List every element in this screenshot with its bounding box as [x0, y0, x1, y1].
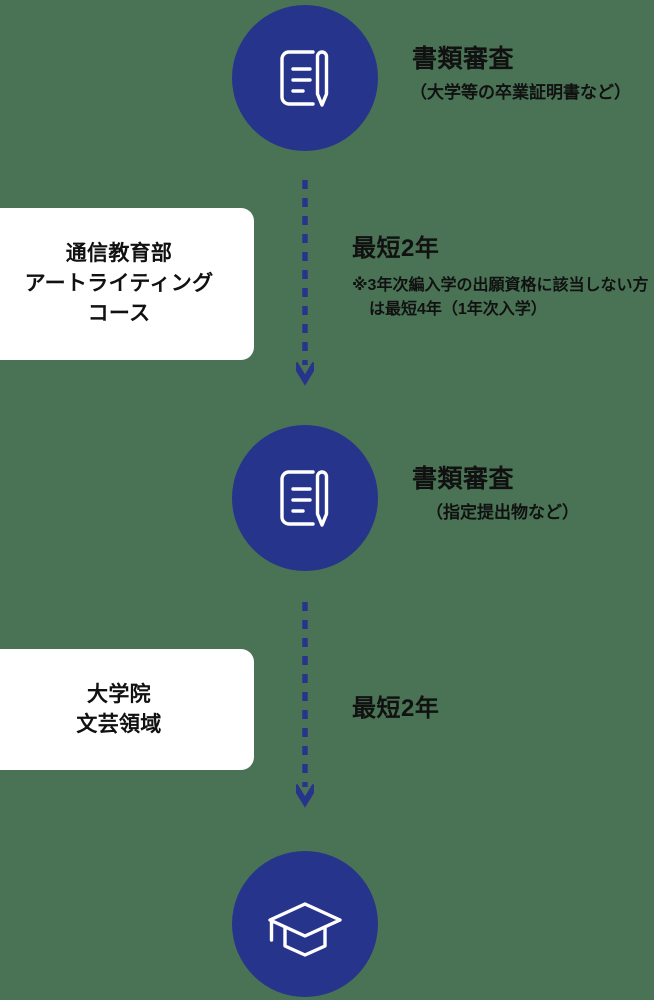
flow-arrow-2-icon — [292, 602, 318, 822]
flow-step-2-subtitle: （指定提出物など） — [426, 503, 579, 523]
stage-1-duration-note: ※3年次編入学の出願資格に該当しない方は最短4年（1年次入学） — [352, 277, 649, 319]
document-pencil-icon — [266, 39, 344, 117]
stage-2-label: 大学院 文芸領域 — [76, 680, 161, 740]
stage-1-label-line-2: アートライティング — [24, 272, 214, 296]
flow-step-1-circle — [232, 5, 378, 151]
stage-1-label-line-3: コース — [87, 301, 151, 325]
stage-1-label-line-1: 通信教育部 — [65, 242, 173, 266]
document-pencil-icon — [266, 459, 344, 537]
flow-arrow-1-icon — [292, 180, 318, 400]
stage-2-label-line-2: 文芸領域 — [76, 712, 162, 736]
flow-step-2-circle — [232, 425, 378, 571]
stage-2-label-line-1: 大学院 — [87, 682, 151, 706]
stage-1-duration: 最短2年 — [352, 235, 440, 262]
flow-step-2-title: 書類審査 — [412, 465, 515, 493]
flow-step-1-text: 書類審査 （大学等の卒業証明書など） — [410, 44, 631, 104]
stage-2-duration: 最短2年 — [352, 695, 440, 722]
flow-step-1-subtitle: （大学等の卒業証明書など） — [410, 83, 631, 103]
graduation-cap-icon — [264, 883, 346, 965]
stage-1-duration-block: 最短2年 ※3年次編入学の出願資格に該当しない方は最短4年（1年次入学） — [352, 228, 651, 323]
stage-2-duration-block: 最短2年 — [352, 688, 439, 723]
stage-2-label-box: 大学院 文芸領域 — [0, 649, 254, 770]
flow-step-1-title: 書類審査 — [412, 45, 515, 73]
flow-step-2-text: 書類審査 （指定提出物など） — [412, 464, 579, 524]
stage-1-label-box: 通信教育部 アートライティング コース — [0, 208, 254, 360]
stage-1-label: 通信教育部 アートライティング コース — [25, 239, 214, 328]
flow-step-3-circle — [232, 851, 378, 997]
